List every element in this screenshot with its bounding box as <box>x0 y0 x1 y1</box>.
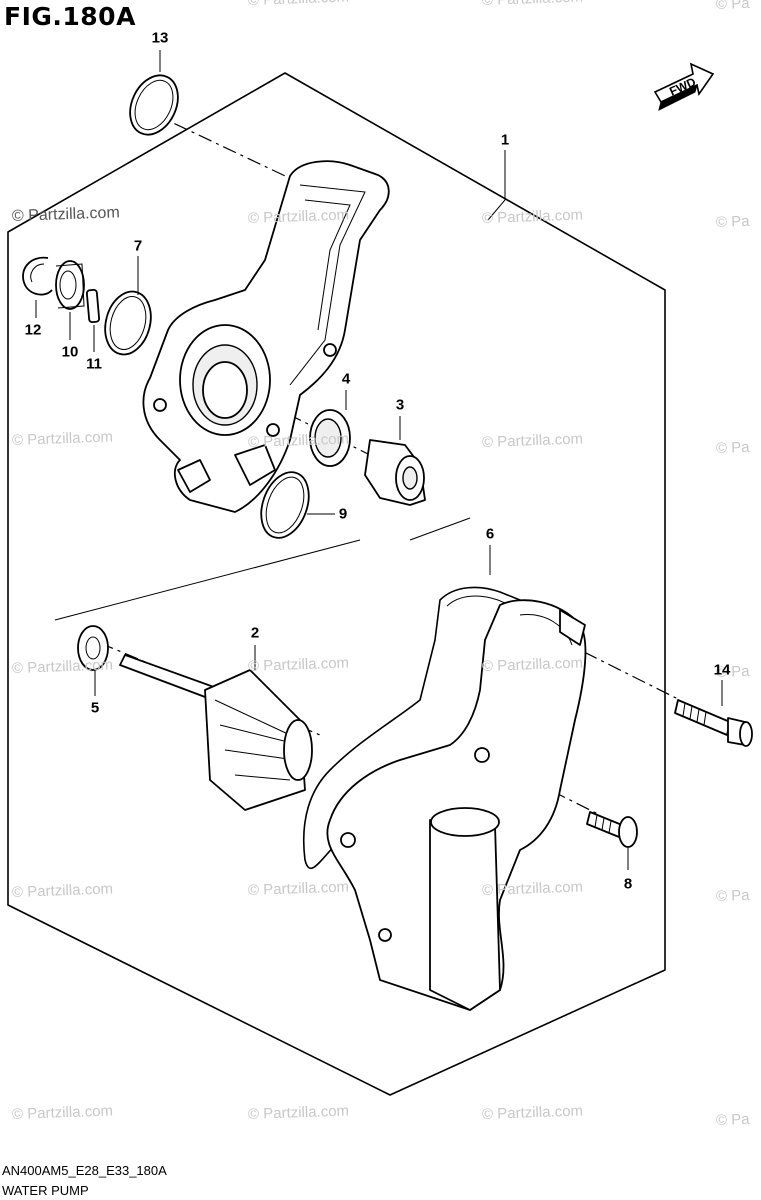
watermark-text: © Partzilla.com <box>481 430 584 451</box>
callout-10[interactable]: 10 <box>61 343 79 361</box>
part-13-o-ring <box>129 74 179 136</box>
section-separator-upper <box>409 517 471 541</box>
watermark-text: © Partzilla.com <box>481 1102 584 1123</box>
part-3-mechanical-seal <box>364 439 426 506</box>
watermark-text: © Partzilla.com <box>247 878 350 899</box>
callout-4[interactable]: 4 <box>341 370 351 388</box>
watermark-text: © Partzilla.com <box>481 206 584 227</box>
watermark-text: © Partzilla.com <box>247 1102 350 1123</box>
part-12-circlip <box>22 256 53 296</box>
watermark-text: © Partzilla.com <box>481 878 584 899</box>
part-11-pin <box>85 288 101 324</box>
figure-code: AN400AM5_E28_E33_180A <box>2 1163 167 1178</box>
watermark-text: © Pa <box>715 438 750 457</box>
watermark-text: © Partzilla.com <box>11 656 114 677</box>
part-2-impeller <box>119 654 313 811</box>
callout-13[interactable]: 13 <box>151 29 169 47</box>
callout-5[interactable]: 5 <box>90 699 100 717</box>
part-9-o-ring <box>260 471 310 539</box>
part-8-bolt <box>586 811 638 848</box>
leader-lines <box>35 50 723 870</box>
callout-11[interactable]: 11 <box>86 355 102 373</box>
watermark-text: © Partzilla.com <box>481 654 584 675</box>
watermark-text: © Pa <box>715 212 750 231</box>
watermark-text: © Partzilla.com <box>11 880 114 901</box>
callout-6[interactable]: 6 <box>485 525 495 543</box>
part-14-bolt <box>674 699 753 747</box>
part-4-oil-seal <box>309 409 351 467</box>
forward-direction-arrow: FWD <box>653 62 715 111</box>
watermark-text: © Partzilla.com <box>247 206 350 227</box>
callout-7[interactable]: 7 <box>133 237 143 255</box>
part-7-o-ring <box>104 290 152 356</box>
centerline-bolt14 <box>559 639 681 701</box>
part-1-pump-cover <box>326 599 587 1011</box>
callout-1[interactable]: 1 <box>500 131 510 149</box>
part-10-seal-washer <box>55 260 85 310</box>
watermark-text: © Partzilla.com <box>247 430 350 451</box>
assembly-outline <box>7 72 666 1096</box>
section-separator-lower <box>54 539 361 621</box>
watermark-text: © Pa <box>715 1110 750 1129</box>
callout-2[interactable]: 2 <box>250 624 260 642</box>
part-5-washer <box>77 625 109 671</box>
callout-3[interactable]: 3 <box>395 396 405 414</box>
callout-14[interactable]: 14 <box>713 661 731 679</box>
watermark-text: © Partzilla.com <box>11 204 121 225</box>
callout-12[interactable]: 12 <box>24 321 42 339</box>
watermark-text: © Partzilla.com <box>247 654 350 675</box>
figure-title: FIG.180A <box>4 2 136 31</box>
figure-name: WATER PUMP <box>2 1183 89 1198</box>
watermark-text: © Pa <box>715 0 750 13</box>
centerline-upper <box>149 111 301 184</box>
callout-9[interactable]: 9 <box>338 505 348 523</box>
callout-8[interactable]: 8 <box>623 875 633 893</box>
part-1-pump-case <box>142 160 390 513</box>
watermark-text: © Partzilla.com <box>11 428 114 449</box>
watermark-text: © Partzilla.com <box>11 1102 114 1123</box>
watermark-text: © Pa <box>715 886 750 905</box>
